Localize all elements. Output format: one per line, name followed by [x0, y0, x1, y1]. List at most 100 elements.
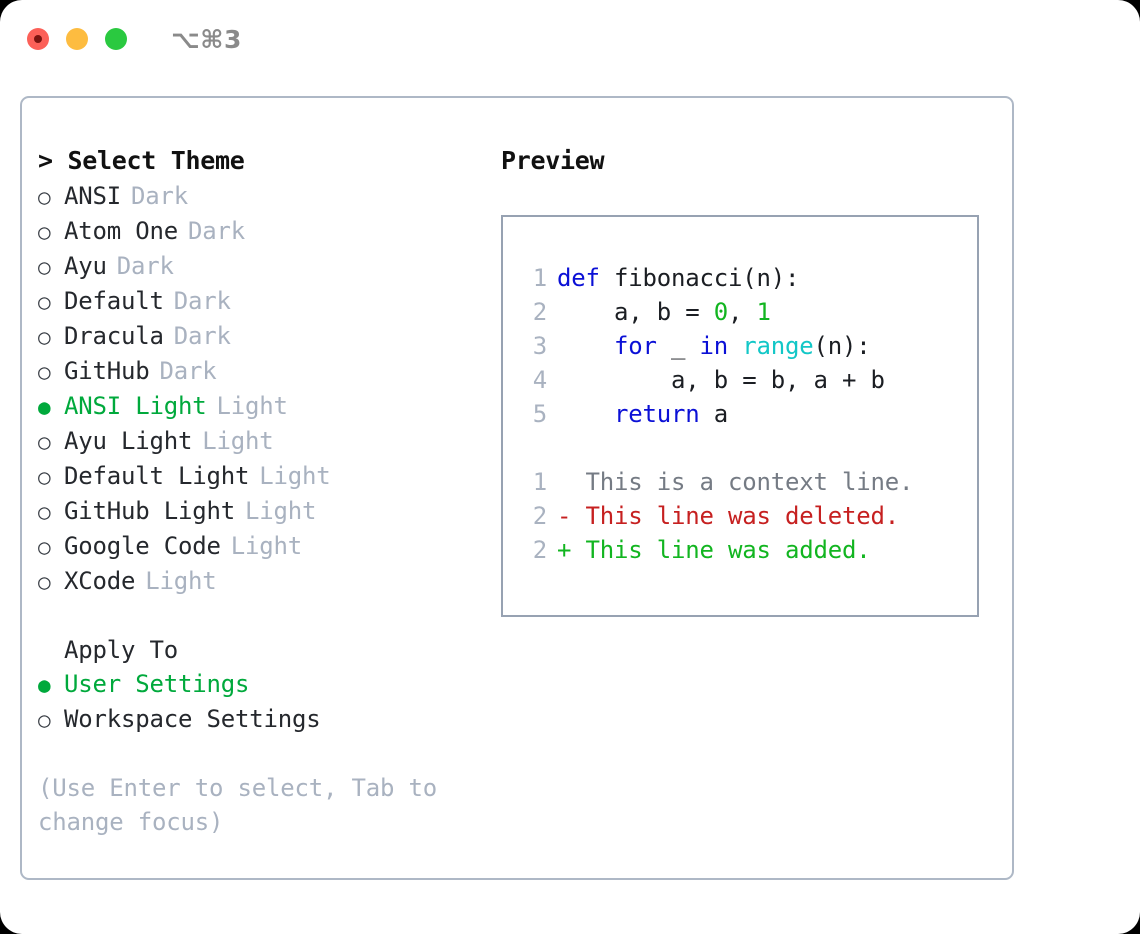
code-token: range — [742, 332, 814, 360]
theme-variant-badge: Dark — [159, 357, 217, 385]
diff-text: This line was added. — [571, 536, 871, 564]
diff-marker: - — [557, 502, 572, 530]
code-token: (n): — [813, 332, 871, 360]
theme-name-label: ANSI Light — [64, 392, 207, 420]
radio-unselected-icon[interactable]: ○ — [38, 290, 51, 314]
code-line: 1 def fibonacci(n): — [503, 261, 977, 295]
radio-unselected-icon[interactable]: ○ — [38, 500, 51, 524]
radio-unselected-icon[interactable]: ○ — [38, 708, 51, 732]
theme-option-row[interactable]: ○ Dracula Dark — [38, 319, 498, 354]
theme-name-label: Dracula — [64, 322, 164, 350]
apply-to-label: User Settings — [64, 670, 250, 698]
diff-line-number: 1 — [532, 468, 547, 496]
window-title: ⌥⌘3 — [171, 24, 242, 54]
theme-option-row[interactable]: ○ Google Code Light — [38, 529, 498, 564]
theme-name-label: ANSI — [64, 182, 121, 210]
theme-name-label: XCode — [64, 567, 136, 595]
theme-name-label: Atom One — [64, 217, 178, 245]
theme-name-label: GitHub — [64, 357, 150, 385]
theme-option-row[interactable]: ○ XCode Light — [38, 564, 498, 599]
code-token: return — [614, 400, 700, 428]
code-token: def — [557, 264, 600, 292]
radio-unselected-icon[interactable]: ○ — [38, 325, 51, 349]
code-token: 0 — [713, 298, 728, 326]
theme-variant-badge: Dark — [173, 322, 231, 350]
diff-line: 1 This is a context line. — [503, 465, 977, 499]
apply-to-label: Workspace Settings — [64, 705, 321, 733]
apply-to-option-row[interactable]: ○ Workspace Settings — [38, 702, 498, 737]
code-line-number: 5 — [532, 400, 547, 428]
radio-unselected-icon[interactable]: ○ — [38, 255, 51, 279]
theme-variant-badge: Light — [145, 567, 217, 595]
theme-option-row[interactable]: ○ GitHub Dark — [38, 354, 498, 389]
theme-variant-badge: Dark — [173, 287, 231, 315]
code-token: _ — [656, 332, 700, 360]
diff-line-content: - This line was deleted. — [557, 499, 899, 533]
code-line: 3 for _ in range(n): — [503, 329, 977, 363]
code-line-content: return a — [557, 397, 728, 431]
code-token: fibonacci(n): — [599, 264, 800, 292]
diff-text: This is a context line. — [571, 468, 914, 496]
radio-unselected-icon[interactable]: ○ — [38, 185, 51, 209]
theme-option-row[interactable]: ○ Default Dark — [38, 284, 498, 319]
theme-name-label: Default Light — [64, 462, 250, 490]
code-token: for — [614, 332, 657, 360]
select-theme-heading: > Select Theme — [38, 144, 498, 178]
code-line-content: a, b = b, a + b — [557, 363, 885, 397]
theme-variant-badge: Light — [216, 392, 288, 420]
list-spacer — [38, 599, 498, 633]
theme-variant-badge: Light — [230, 532, 302, 560]
code-token — [557, 400, 614, 428]
radio-selected-icon[interactable]: ● — [38, 673, 51, 697]
diff-line-content: + This line was added. — [557, 533, 871, 567]
apply-to-option-row[interactable]: ● User Settings — [38, 667, 498, 702]
code-line-number: 3 — [532, 332, 547, 360]
radio-unselected-icon[interactable]: ○ — [38, 360, 51, 384]
radio-unselected-icon[interactable]: ○ — [38, 465, 51, 489]
zoom-button-icon[interactable] — [105, 28, 127, 50]
theme-option-row[interactable]: ● ANSI Light Light — [38, 389, 498, 424]
theme-variant-badge: Light — [245, 497, 317, 525]
close-button-icon[interactable] — [27, 28, 49, 50]
apply-to-list: ● User Settings ○ Workspace Settings — [38, 667, 498, 737]
radio-unselected-icon[interactable]: ○ — [38, 535, 51, 559]
diff-line-number: 2 — [532, 536, 547, 564]
radio-unselected-icon[interactable]: ○ — [38, 570, 51, 594]
apply-to-heading: Apply To — [64, 636, 178, 664]
traffic-light-group — [27, 28, 127, 50]
radio-selected-icon[interactable]: ● — [38, 395, 51, 419]
code-diff-gap — [503, 431, 977, 465]
code-line-content: a, b = 0, 1 — [557, 295, 771, 329]
theme-name-label: GitHub Light — [64, 497, 235, 525]
theme-name-label: Google Code — [64, 532, 221, 560]
code-line-number: 1 — [532, 264, 547, 292]
code-token — [557, 332, 614, 360]
radio-unselected-icon[interactable]: ○ — [38, 430, 51, 454]
theme-name-label: Default — [64, 287, 164, 315]
diff-sample: 1 This is a context line.2- This line wa… — [503, 465, 977, 567]
code-line: 2 a, b = 0, 1 — [503, 295, 977, 329]
diff-marker — [557, 468, 571, 496]
select-theme-heading-label: Select Theme — [67, 146, 245, 175]
diff-line: 2 + This line was added. — [503, 533, 977, 567]
code-line-content: for _ in range(n): — [557, 329, 871, 363]
minimize-button-icon[interactable] — [66, 28, 88, 50]
radio-unselected-icon[interactable]: ○ — [38, 220, 51, 244]
theme-name-label: Ayu — [64, 252, 107, 280]
code-line-number: 4 — [532, 366, 547, 394]
diff-line: 2- This line was deleted. — [503, 499, 977, 533]
theme-option-row[interactable]: ○ GitHub Light Light — [38, 494, 498, 529]
code-line: 5 return a — [503, 397, 977, 431]
